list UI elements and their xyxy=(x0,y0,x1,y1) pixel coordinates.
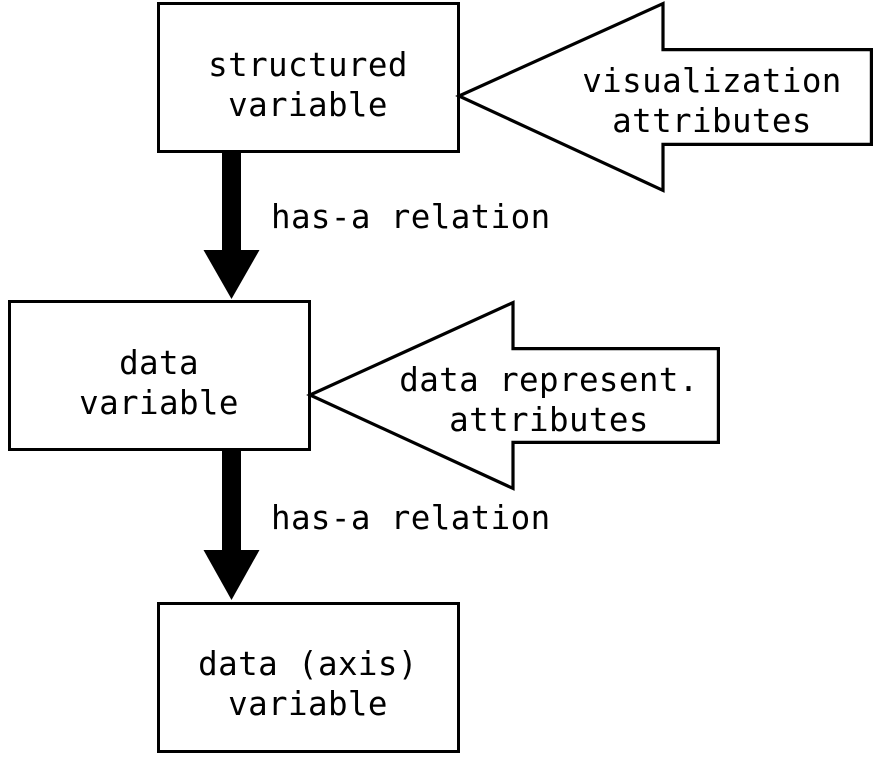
edge-data-to-axis-label: has-a relation xyxy=(271,499,551,537)
callout-data-representation-attributes[interactable]: data represent. attributes xyxy=(306,300,720,491)
callout-visualization-attributes-line1: visualization xyxy=(582,62,842,100)
node-data-axis-variable-line2: variable xyxy=(228,685,388,723)
node-data-variable-line2: variable xyxy=(79,384,239,422)
edge-structured-to-data-shaft xyxy=(222,150,241,252)
node-structured-variable-line1: structured xyxy=(208,46,408,84)
edge-structured-to-data: has-a relation xyxy=(203,150,551,299)
callout-visualization-attributes-arrow xyxy=(455,1,873,193)
callout-data-representation-attributes-line1: data represent. xyxy=(399,361,699,399)
edge-data-to-axis: has-a relation xyxy=(203,449,551,600)
node-data-variable[interactable]: data variable xyxy=(8,300,311,451)
node-data-axis-variable[interactable]: data (axis) variable xyxy=(157,602,460,753)
callout-visualization-attributes[interactable]: visualization attributes xyxy=(455,1,873,193)
edge-data-to-axis-shaft xyxy=(222,449,241,552)
node-structured-variable-box xyxy=(157,2,460,153)
node-data-variable-line1: data xyxy=(119,344,199,382)
node-data-axis-variable-line1: data (axis) xyxy=(198,645,418,683)
edge-data-to-axis-arrowhead xyxy=(203,550,260,600)
edge-structured-to-data-label: has-a relation xyxy=(271,198,551,236)
node-structured-variable[interactable]: structured variable xyxy=(157,2,460,153)
node-data-axis-variable-box xyxy=(157,602,460,753)
edge-structured-to-data-arrowhead xyxy=(203,250,260,299)
node-structured-variable-line2: variable xyxy=(228,86,388,124)
callout-data-representation-attributes-arrow xyxy=(306,300,720,491)
callout-data-representation-attributes-line2: attributes xyxy=(449,401,649,439)
node-data-variable-box xyxy=(8,300,311,451)
callout-visualization-attributes-line2: attributes xyxy=(612,102,812,140)
